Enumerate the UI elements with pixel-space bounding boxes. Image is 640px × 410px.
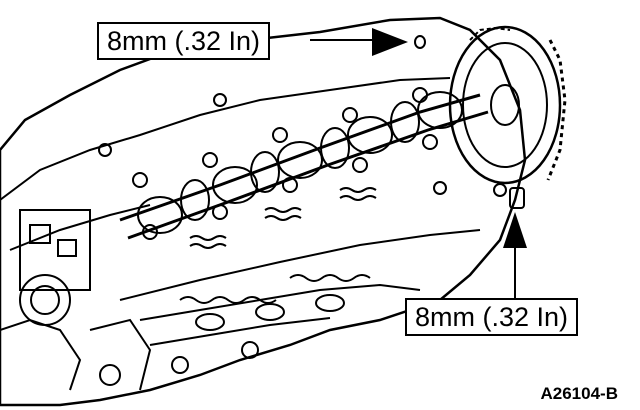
figure-reference-id: A26104-B (540, 384, 619, 403)
head-end-block (0, 209, 152, 391)
bearing-cap-bolts (98, 87, 507, 240)
measurement-callout-bottom: 8mm (.32 In) (405, 298, 579, 336)
cylinder-head-outline (0, 16, 527, 407)
arrow-bottom-icon (503, 212, 527, 248)
timing-pin-marks (414, 35, 525, 209)
arrow-top-icon (372, 28, 408, 56)
callout-leaders (310, 28, 527, 300)
measurement-callout-top: 8mm (.32 In) (97, 22, 271, 60)
lower-manifold (99, 283, 421, 386)
timing-sprocket (448, 25, 567, 185)
camshaft (119, 91, 489, 240)
